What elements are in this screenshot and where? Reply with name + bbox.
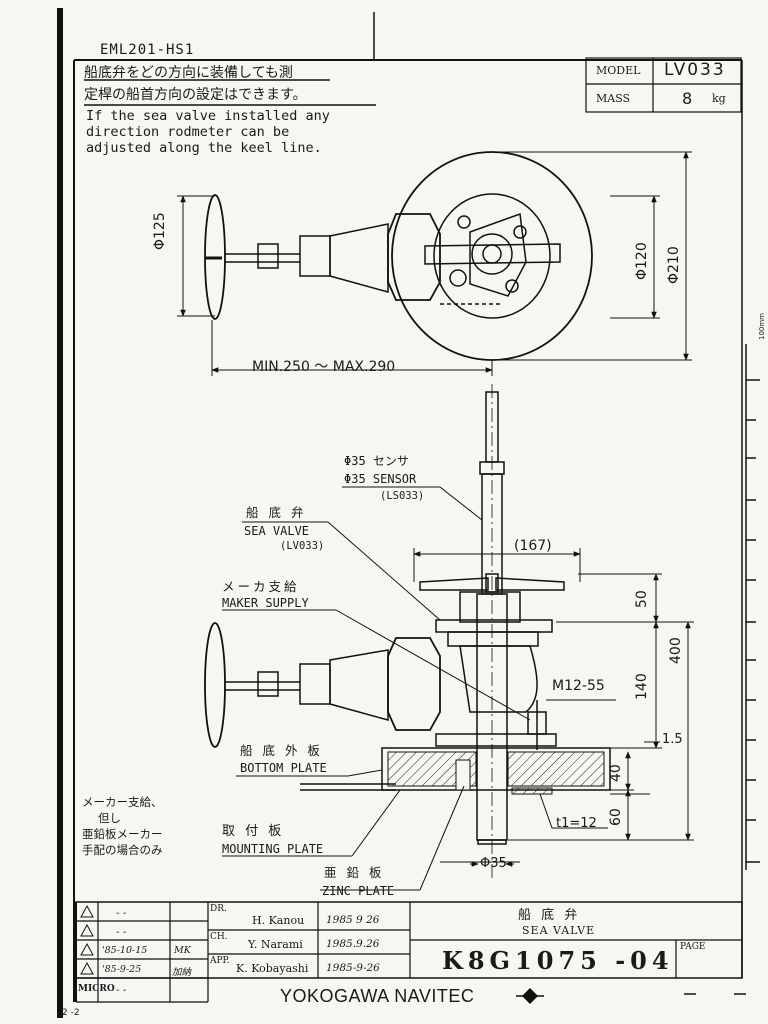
page-label: PAGE <box>680 942 706 952</box>
revision-triangles <box>80 904 94 975</box>
rev-date-5: - - <box>116 984 127 996</box>
title-en: SEA VALVE <box>522 924 596 937</box>
sensor-model: (LS033) <box>380 490 425 502</box>
model-label: MODEL <box>596 64 641 77</box>
mounting-plate-en: MOUNTING PLATE <box>222 842 324 856</box>
top-view-dimensions <box>177 151 692 376</box>
bottom-plate-jp: 船 底 外 板 <box>240 743 323 758</box>
drawing-number: K8G1075 -04 <box>442 946 674 975</box>
dim-flange-inner: Φ120 <box>634 242 650 280</box>
dim-60: 60 <box>608 808 624 826</box>
rev-date-4: '85-9-25 <box>102 964 142 975</box>
rev-date-2: - - <box>116 926 127 938</box>
dim-t1: t1=12 <box>556 816 597 831</box>
drawing-frame <box>73 12 743 1002</box>
side-note-l4: 手配の場合のみ <box>82 843 163 857</box>
mass-value: 8 <box>682 89 693 108</box>
dim-50: 50 <box>634 590 650 608</box>
note-en: If the sea valve installed any direction… <box>86 108 330 156</box>
dr-label: DR. <box>210 904 227 914</box>
dim-35: Φ35 <box>480 856 507 871</box>
ch-name: Y. Narami <box>248 938 303 951</box>
leader-lines <box>222 486 616 891</box>
ch-label: CH. <box>210 932 228 942</box>
micro-label: MICRO <box>78 984 115 994</box>
zinc-plate-en: ZINC PLATE <box>322 884 395 898</box>
ch-date: 1985.9.26 <box>326 938 380 950</box>
maker-label-en: MAKER SUPPLY <box>222 596 309 610</box>
bolt-spec: M12-55 <box>552 678 605 694</box>
side-note-l2: 但し <box>98 811 121 825</box>
maker-label-jp: メーカ支給 <box>222 579 300 594</box>
note-jp-line2: 定桿の船首方向の設定はできます。 <box>84 87 307 103</box>
app-name: K. Kobayashi <box>236 962 309 975</box>
doc-code: EML201-HS1 <box>100 42 195 58</box>
side-note-l1: メーカー支給、 <box>82 795 163 809</box>
dim-handwheel: Φ125 <box>152 212 168 250</box>
app-date: 1985-9-26 <box>326 962 380 974</box>
scale-label: 100mm <box>758 313 766 340</box>
zinc-plate-jp: 亜 鉛 板 <box>324 865 385 880</box>
rev-sign-4: 加納 <box>172 967 192 978</box>
title-block-grid <box>75 901 743 1003</box>
dim-length: MIN.250 ～ MAX.290 <box>252 359 396 375</box>
valve-model: (LV033) <box>280 540 325 552</box>
model-value: LV033 <box>664 60 726 80</box>
corner-mark: 2 -2 <box>62 1008 80 1018</box>
dr-name: H. Kanou <box>252 914 305 927</box>
scale-ruler <box>745 344 760 870</box>
top-view <box>204 151 593 361</box>
dim-1-5: 1.5 <box>662 732 683 747</box>
title-jp: 船 底 弁 <box>518 908 581 923</box>
dim-flange-outer: Φ210 <box>666 246 682 284</box>
bottom-plate-en: BOTTOM PLATE <box>240 761 327 775</box>
rev-date-3: '85-10-15 <box>102 945 148 956</box>
note-underlines <box>84 79 376 106</box>
mounting-plate-jp: 取 付 板 <box>222 824 285 839</box>
note-jp-line1: 船底弁をどの方向に装備しても測 <box>84 65 293 81</box>
app-label: APP. <box>210 956 230 966</box>
mass-unit: kg <box>712 92 726 105</box>
rev-date-1: - - <box>116 907 127 919</box>
brand-name: YOKOGAWA NAVITEC <box>280 986 475 1006</box>
sensor-label-en: Φ35 SENSOR <box>344 472 417 486</box>
brand-diamond-icon <box>516 988 544 1004</box>
valve-label-en: SEA VALVE <box>244 524 310 538</box>
valve-label-jp: 船 底 弁 <box>246 505 307 520</box>
dim-40: 40 <box>608 764 624 782</box>
binding-edge <box>57 8 63 1018</box>
side-note-l3: 亜鉛板メーカー <box>82 827 163 841</box>
dim-width: (167) <box>514 538 552 554</box>
spec-box <box>585 57 742 113</box>
dim-140: 140 <box>634 673 650 700</box>
dim-400: 400 <box>668 637 684 664</box>
sensor-label-jp: Φ35 センサ <box>344 454 409 468</box>
hatched-plates <box>387 751 605 795</box>
side-view-dimensions <box>413 548 694 867</box>
dr-date: 1985 9 26 <box>326 914 380 926</box>
rev-sign-3: MK <box>174 945 191 956</box>
mass-label: MASS <box>596 92 631 105</box>
side-view <box>204 384 611 880</box>
